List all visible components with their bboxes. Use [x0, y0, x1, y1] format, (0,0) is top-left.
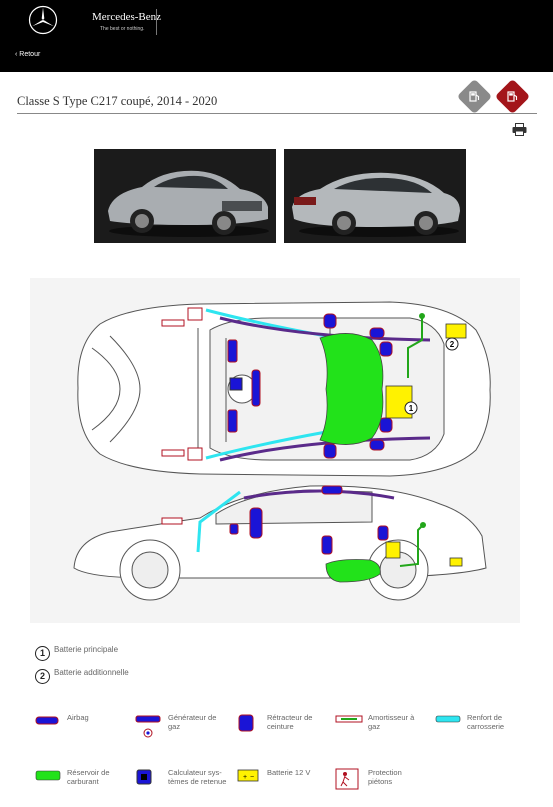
battery-marker-1 — [404, 401, 418, 415]
legend-battery-12v: +− Batterie 12 V — [237, 768, 347, 798]
battery-additional-side — [449, 557, 463, 567]
gas-generator-icon — [135, 715, 161, 738]
fuel-tank-side — [325, 559, 381, 583]
legend-label: Rétracteur de ceinture — [267, 713, 313, 731]
legend-restraint-ecu: Calculateur sys-tèmes de retenue — [135, 768, 245, 798]
belt-retractor-icon — [238, 714, 254, 732]
fuel-pump-icon — [507, 91, 518, 102]
battery-2-marker: 2 — [35, 669, 50, 684]
title-divider — [17, 113, 537, 114]
legend-gas-generator: Générateur de gaz — [135, 713, 245, 743]
car-side-view — [73, 485, 487, 601]
fuel-tank-top — [319, 333, 384, 445]
brand-tagline: The best or nothing. — [100, 26, 145, 32]
legend-gas-damper: Amortisseur à gaz — [335, 713, 445, 743]
fuel-tank-icon — [35, 770, 61, 781]
car-photo-front — [94, 149, 276, 243]
gas-damper-icon — [335, 715, 363, 723]
airbag-icon — [35, 716, 59, 725]
page-title: Classe S Type C217 coupé, 2014 - 2020 — [17, 94, 218, 108]
svg-text:−: − — [250, 774, 254, 781]
legend-label: Renfort de carrosserie — [467, 713, 505, 731]
legend-label: Réservoir de carburant — [67, 768, 110, 786]
svg-text:1: 1 — [409, 404, 414, 413]
legend-label: Protection piétons — [368, 768, 402, 786]
battery-marker-2 — [445, 337, 459, 351]
legend-airbag: Airbag — [35, 713, 145, 743]
back-link[interactable]: ‹ Retour — [15, 51, 40, 58]
brand-divider — [156, 9, 157, 35]
legend-label: Airbag — [67, 713, 89, 722]
body-reinforcement-top-right — [205, 430, 327, 460]
legend-pedestrian-protection: Protection piétons — [335, 768, 445, 798]
brand-name: Mercedes-Benz — [92, 11, 162, 23]
battery-1-marker: 1 — [35, 646, 50, 661]
rescue-diagram: 1 2 — [30, 278, 520, 623]
battery-2-label: Batterie additionnelle — [54, 668, 129, 677]
body-reinforcement-side — [196, 490, 241, 553]
top-bar: Mercedes-Benz The best or nothing. ‹ Ret… — [0, 0, 553, 72]
svg-text:2: 2 — [450, 340, 455, 349]
battery-main-side — [385, 541, 401, 559]
body-reinforcement-icon — [435, 715, 461, 723]
legend-fuel-tank: Réservoir de carburant — [35, 768, 145, 798]
back-label: Retour — [19, 51, 41, 58]
legend-belt-retractor: Rétracteur de ceinture — [237, 713, 347, 743]
pedestrian-protection-icon — [335, 768, 359, 790]
mercedes-star-icon[interactable] — [28, 5, 58, 35]
legend-label: Amortisseur à gaz — [368, 713, 415, 731]
car-photo-rear — [284, 149, 466, 243]
legend-label: Batterie 12 V — [267, 768, 311, 777]
chevron-left-icon: ‹ — [15, 51, 20, 58]
legend-label: Générateur de gaz — [168, 713, 217, 731]
legend-label: Calculateur sys-tèmes de retenue — [168, 768, 227, 786]
battery-1-label: Batterie principale — [54, 645, 119, 654]
svg-text:+: + — [243, 774, 247, 781]
legend-body-reinforcement: Renfort de carrosserie — [435, 713, 545, 743]
battery-additional-top — [445, 323, 467, 339]
printer-icon[interactable] — [512, 123, 527, 136]
battery-icon: +− — [237, 769, 259, 782]
fuel-pump-icon — [469, 91, 480, 102]
restraint-ecu-icon — [136, 769, 152, 785]
